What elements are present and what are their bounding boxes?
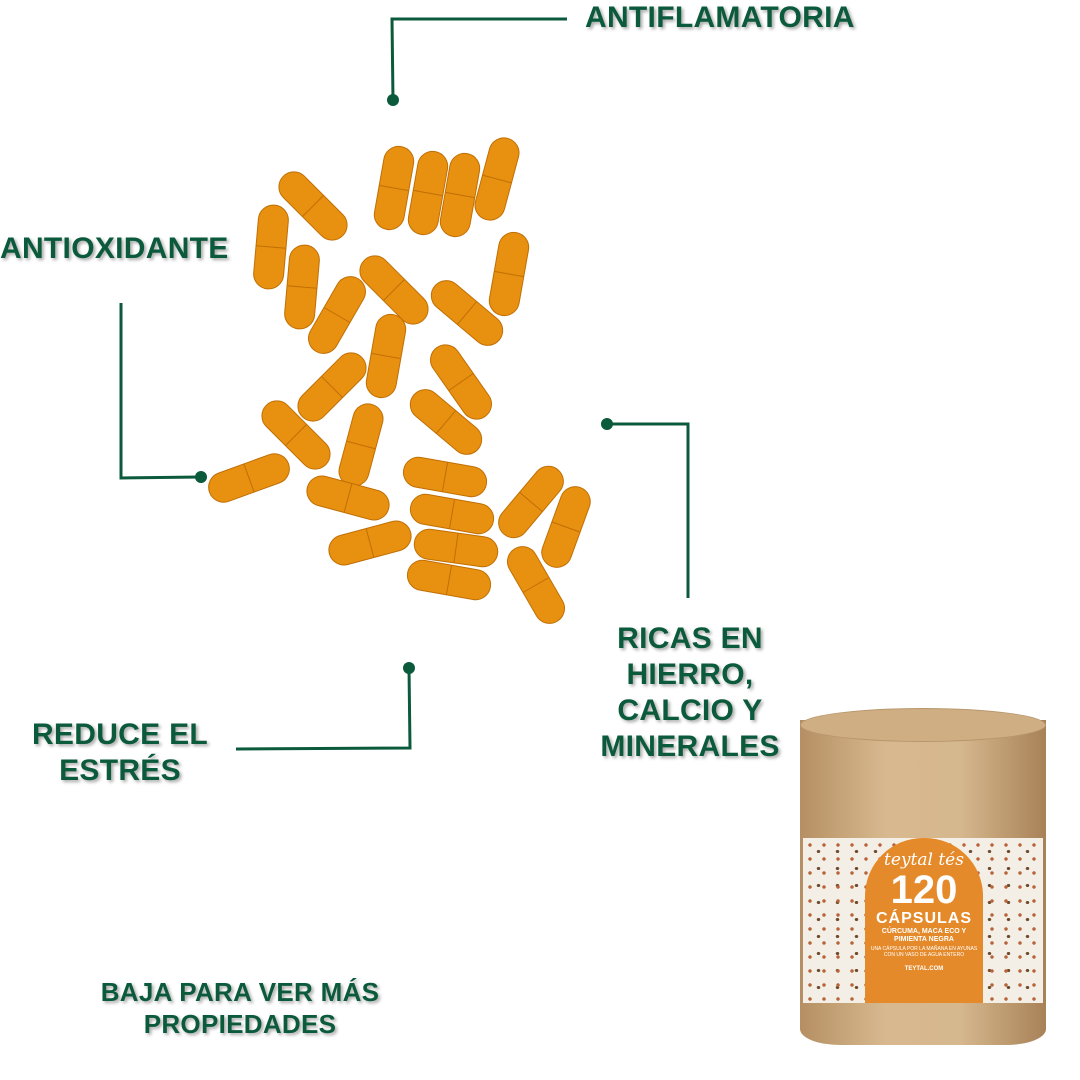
capsules-group <box>208 137 591 624</box>
website: TEYTAL.COM <box>904 966 944 972</box>
capsule-seam <box>287 285 317 289</box>
capsule-seam <box>519 491 543 513</box>
callout-dot <box>601 418 613 430</box>
capsule-seam <box>302 195 324 217</box>
jar-lid <box>800 708 1046 742</box>
capsule-unit: CÁPSULAS <box>875 910 972 927</box>
callout-line-antiflamatoria <box>390 17 567 101</box>
capsule-seam <box>441 462 449 492</box>
capsule-seam <box>453 533 459 563</box>
instructions: UNA CÁPSULA POR LA MAÑANA EN AYUNAS CON … <box>870 946 978 958</box>
capsule-seam <box>482 174 512 184</box>
capsule-seam <box>323 307 351 323</box>
callout-line-reduce <box>235 667 412 751</box>
callout-dot <box>387 94 399 106</box>
capsule-seam <box>522 577 550 593</box>
label-antiflamatoria: ANTIFLAMATORIA <box>585 1 855 34</box>
jar-label: teytal tés 120 CÁPSULAS CÚRCUMA, MACA EC… <box>803 838 1043 1003</box>
capsule-seam <box>343 483 353 513</box>
label-ricas: RICAS EN HIERRO, CALCIO Y MINERALES <box>600 622 780 763</box>
capsule-seam <box>445 565 453 595</box>
capsule-seam <box>371 352 401 360</box>
ingredients: CÚRCUMA, MACA ECO Y PIMIENTA NEGRA <box>881 928 967 943</box>
product-jar: teytal tés 120 CÁPSULAS CÚRCUMA, MACA EC… <box>800 708 1046 1053</box>
capsule-seam <box>494 270 524 278</box>
capsule-seam <box>243 463 255 493</box>
jar-label-panel: teytal tés 120 CÁPSULAS CÚRCUMA, MACA EC… <box>865 838 983 1003</box>
callout-dot <box>195 471 207 483</box>
capsule-seam <box>365 528 375 558</box>
capsule-seam <box>383 279 405 301</box>
label-reduce: REDUCE EL ESTRÉS <box>31 718 209 787</box>
capsule-seam <box>321 376 343 398</box>
capsule-seam <box>551 521 581 533</box>
capsule-seam <box>435 410 457 434</box>
capsule-seam <box>285 424 307 446</box>
scroll-hint: BAJA PARA VER MÁS PROPIEDADES <box>100 977 380 1039</box>
capsule-seam <box>256 245 286 249</box>
callout-line-ricas <box>607 422 690 598</box>
capsule-seam <box>346 440 376 450</box>
capsule-seam <box>456 301 478 325</box>
capsule-count: 120 <box>890 868 958 912</box>
brand-logo: teytal tés <box>884 850 964 870</box>
capsule-seam <box>413 189 443 197</box>
capsule-seam <box>448 372 474 392</box>
capsule-seam <box>448 499 456 529</box>
capsule-seam <box>445 191 475 199</box>
callout-dot <box>403 662 415 674</box>
callout-line-antioxidante <box>119 303 202 480</box>
label-antioxidante: ANTIOXIDANTE <box>0 232 229 265</box>
capsule-seam <box>379 184 409 192</box>
